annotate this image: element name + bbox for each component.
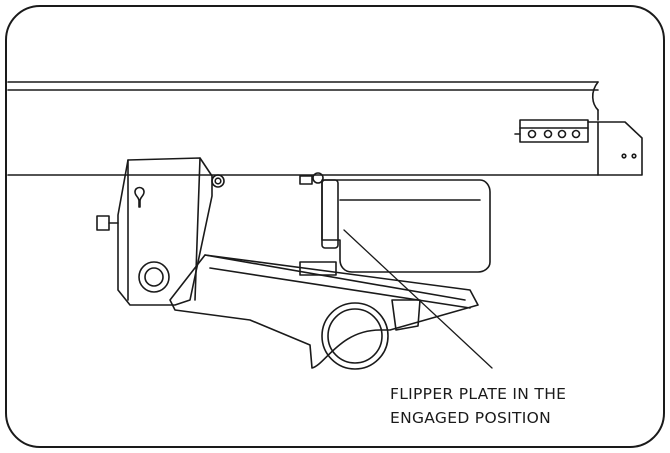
callout-label: FLIPPER PLATE IN THE ENGAGED POSITION <box>390 382 566 430</box>
arm-clip <box>391 299 421 331</box>
rail-bracket <box>514 119 643 176</box>
air-spring <box>299 179 491 276</box>
hanger-bracket <box>96 157 225 306</box>
flipper-plate <box>299 172 339 249</box>
callout-leader <box>343 229 493 369</box>
trailing-arm <box>169 254 479 369</box>
callout-line-2: ENGAGED POSITION <box>390 409 551 427</box>
frame-rail <box>7 81 599 176</box>
figure-border <box>5 5 665 448</box>
callout-line-1: FLIPPER PLATE IN THE <box>390 385 567 403</box>
axle <box>321 302 389 370</box>
